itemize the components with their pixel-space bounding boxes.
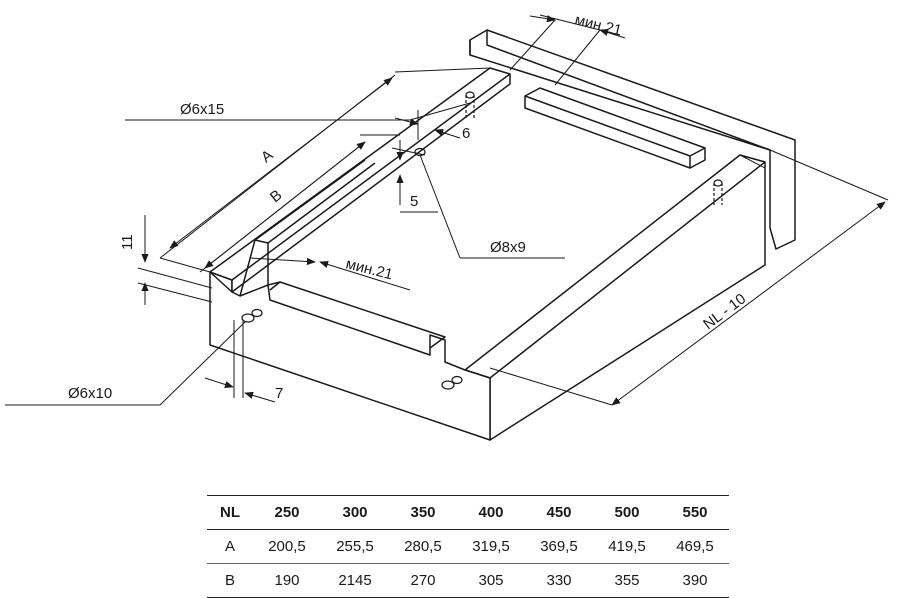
label-d6x15: Ø6x15 <box>180 101 224 118</box>
table-header-cell: 550 <box>682 504 708 521</box>
label-min21-mid: мин.21 <box>344 255 395 283</box>
dimensions <box>5 14 889 406</box>
table-cell: 419,5 <box>608 538 646 555</box>
table-cell: 190 <box>274 572 300 589</box>
hole-front-left-2 <box>251 308 263 318</box>
table-cell: 280,5 <box>404 538 442 555</box>
table-cell: 390 <box>682 572 708 589</box>
label-d6x10: Ø6x10 <box>68 385 112 402</box>
hole-front-left <box>241 313 255 323</box>
table-cell: 469,5 <box>676 538 714 555</box>
drawer-body <box>209 29 796 441</box>
table-row: A 200,5 255,5 280,5 319,5 369,5 419,5 46… <box>207 530 729 564</box>
table-header-cell: 350 <box>410 504 436 521</box>
table-header-cell: 250 <box>274 504 300 521</box>
label-seven: 7 <box>275 385 283 402</box>
table-cell: A <box>224 538 235 555</box>
table-cell: 255,5 <box>336 538 374 555</box>
dimension-table: NL 250 300 350 400 450 500 550 A 200,5 2… <box>207 495 729 598</box>
label-eleven: 11 <box>119 234 136 250</box>
hole-front-right-2 <box>451 375 463 385</box>
holes <box>241 91 723 390</box>
table-cell: 270 <box>410 572 436 589</box>
hole-front-right <box>441 380 455 390</box>
table-cell: 2145 <box>338 572 372 589</box>
table-header-cell: 300 <box>342 504 368 521</box>
table-header-cell: 450 <box>546 504 572 521</box>
table-header-cell: 400 <box>478 504 504 521</box>
table-cell: 200,5 <box>268 538 306 555</box>
label-six: 6 <box>462 125 470 142</box>
label-five: 5 <box>410 193 418 210</box>
table-header-cell: 500 <box>614 504 640 521</box>
table-cell: 369,5 <box>540 538 578 555</box>
table-cell: B <box>224 572 235 589</box>
table-header-cell: NL <box>220 504 240 521</box>
table-cell: 330 <box>546 572 572 589</box>
table-cell: 305 <box>478 572 504 589</box>
table-cell: 355 <box>614 572 640 589</box>
front-panel <box>209 271 491 441</box>
label-min21-top: мин.21 <box>573 11 624 39</box>
label-d8x9: Ø8x9 <box>490 239 526 256</box>
table-row: B 190 2145 270 305 330 355 390 <box>207 564 729 598</box>
label-B: B <box>267 187 285 207</box>
table-header-row: NL 250 300 350 400 450 500 550 <box>207 495 729 530</box>
table-cell: 319,5 <box>472 538 510 555</box>
label-A: A <box>258 147 276 167</box>
